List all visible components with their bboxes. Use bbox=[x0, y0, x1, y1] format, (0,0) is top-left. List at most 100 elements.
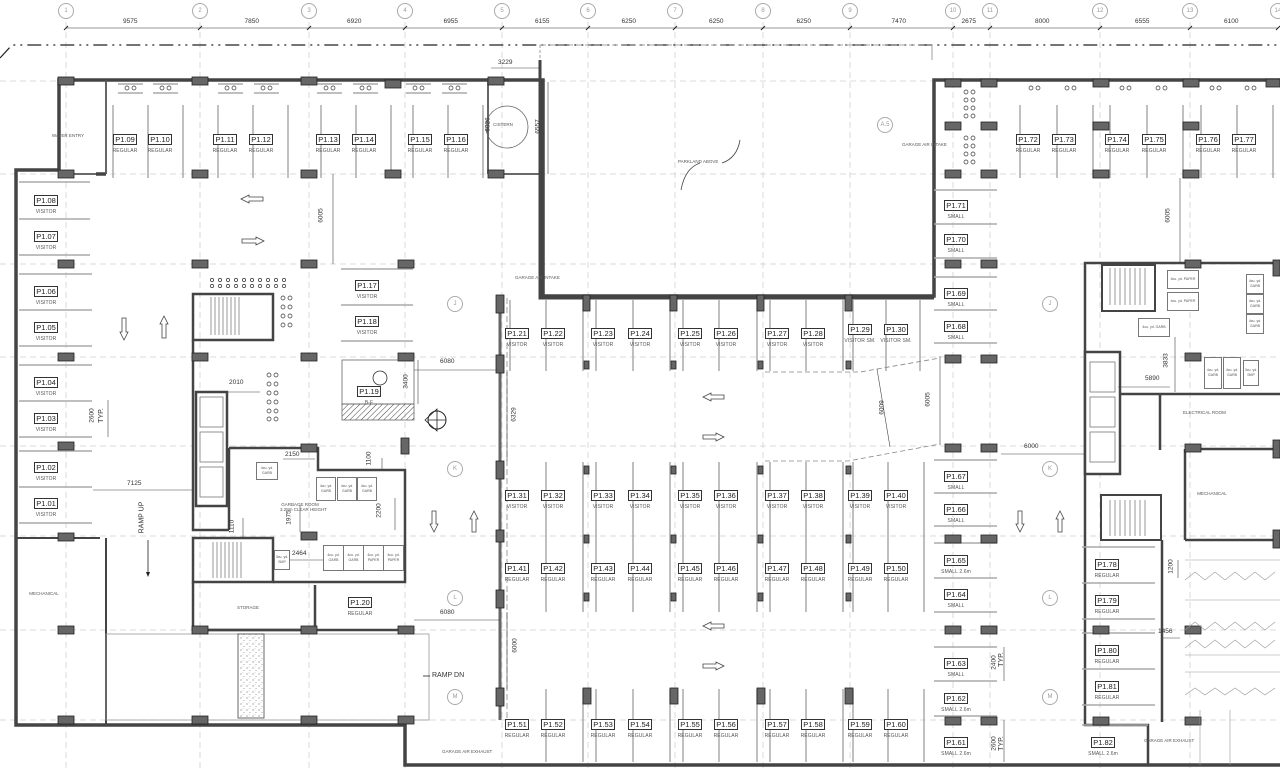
column-dimension: 7470 bbox=[891, 18, 906, 25]
stall-type: VISITOR bbox=[542, 342, 564, 348]
stall-type: REGULAR bbox=[713, 577, 739, 583]
stall-type: SMALL 2.6m bbox=[941, 569, 971, 575]
stall-id: P1.39 bbox=[848, 490, 872, 501]
stall-id: P1.64 bbox=[944, 589, 968, 600]
stall-id: P1.60 bbox=[884, 719, 908, 730]
stall-id: P1.55 bbox=[678, 719, 702, 730]
garbage-bin: 4cu. yd. GARB bbox=[343, 545, 364, 571]
room-label: WATER ENTRY bbox=[51, 133, 85, 138]
stall-id: P1.74 bbox=[1105, 134, 1129, 145]
grid-column-bubble: 4 bbox=[397, 3, 413, 19]
stall-type: VISITOR SM. bbox=[880, 338, 912, 344]
dimension-label: 2600 bbox=[990, 736, 998, 751]
stall-id: P1.61 bbox=[944, 737, 968, 748]
garbage-bin: 4cu. yd. GARB bbox=[1246, 294, 1264, 314]
dimension-label: 2010 bbox=[229, 379, 244, 386]
stall-id: P1.09 bbox=[113, 134, 137, 145]
